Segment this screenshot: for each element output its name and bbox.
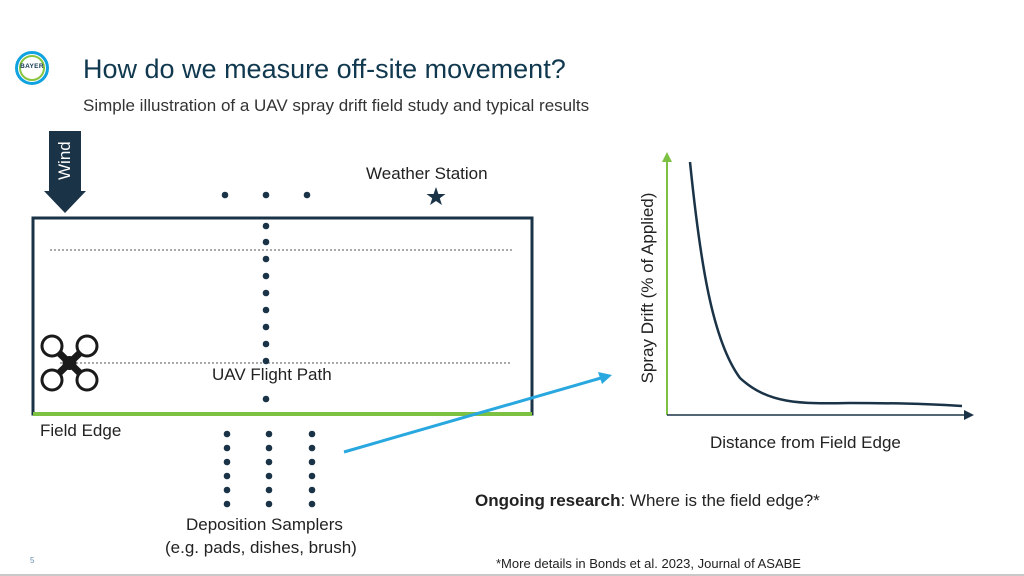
research-note: Ongoing research: Where is the field edg… [475, 491, 820, 511]
wind-label: Wind [55, 141, 74, 180]
bayer-logo: BAYER [15, 51, 49, 85]
weather-station-label: Weather Station [366, 164, 488, 183]
weather-station-star-icon [426, 187, 446, 205]
page-title: How do we measure off-site movement? [83, 54, 566, 84]
wind-arrow-icon [44, 131, 86, 213]
drone-icon [40, 334, 99, 392]
sampler-dots-upwind [221, 191, 311, 199]
samplers-examples-label: (e.g. pads, dishes, brush) [165, 538, 357, 557]
page-subtitle: Simple illustration of a UAV spray drift… [83, 96, 590, 115]
field-edge-label: Field Edge [40, 421, 122, 440]
page-number: 5 [30, 556, 35, 565]
footnote: *More details in Bonds et al. 2023, Jour… [496, 556, 801, 571]
flight-path-label: UAV Flight Path [212, 365, 332, 384]
logo-text: BAYER [20, 63, 44, 70]
research-note-text: : Where is the field edge?* [620, 491, 820, 510]
graph-ylabel: Spray Drift (% of Applied) [638, 192, 657, 384]
drift-graph-axes [662, 152, 974, 420]
sampler-dots-in-field [262, 222, 270, 403]
samplers-label: Deposition Samplers [186, 515, 343, 534]
results-arrow [343, 372, 612, 454]
bottom-divider [0, 574, 1024, 576]
graph-xlabel: Distance from Field Edge [710, 433, 901, 452]
research-note-bold: Ongoing research [475, 491, 621, 510]
sampler-dots-downwind [223, 430, 316, 508]
drift-curve [688, 161, 963, 408]
